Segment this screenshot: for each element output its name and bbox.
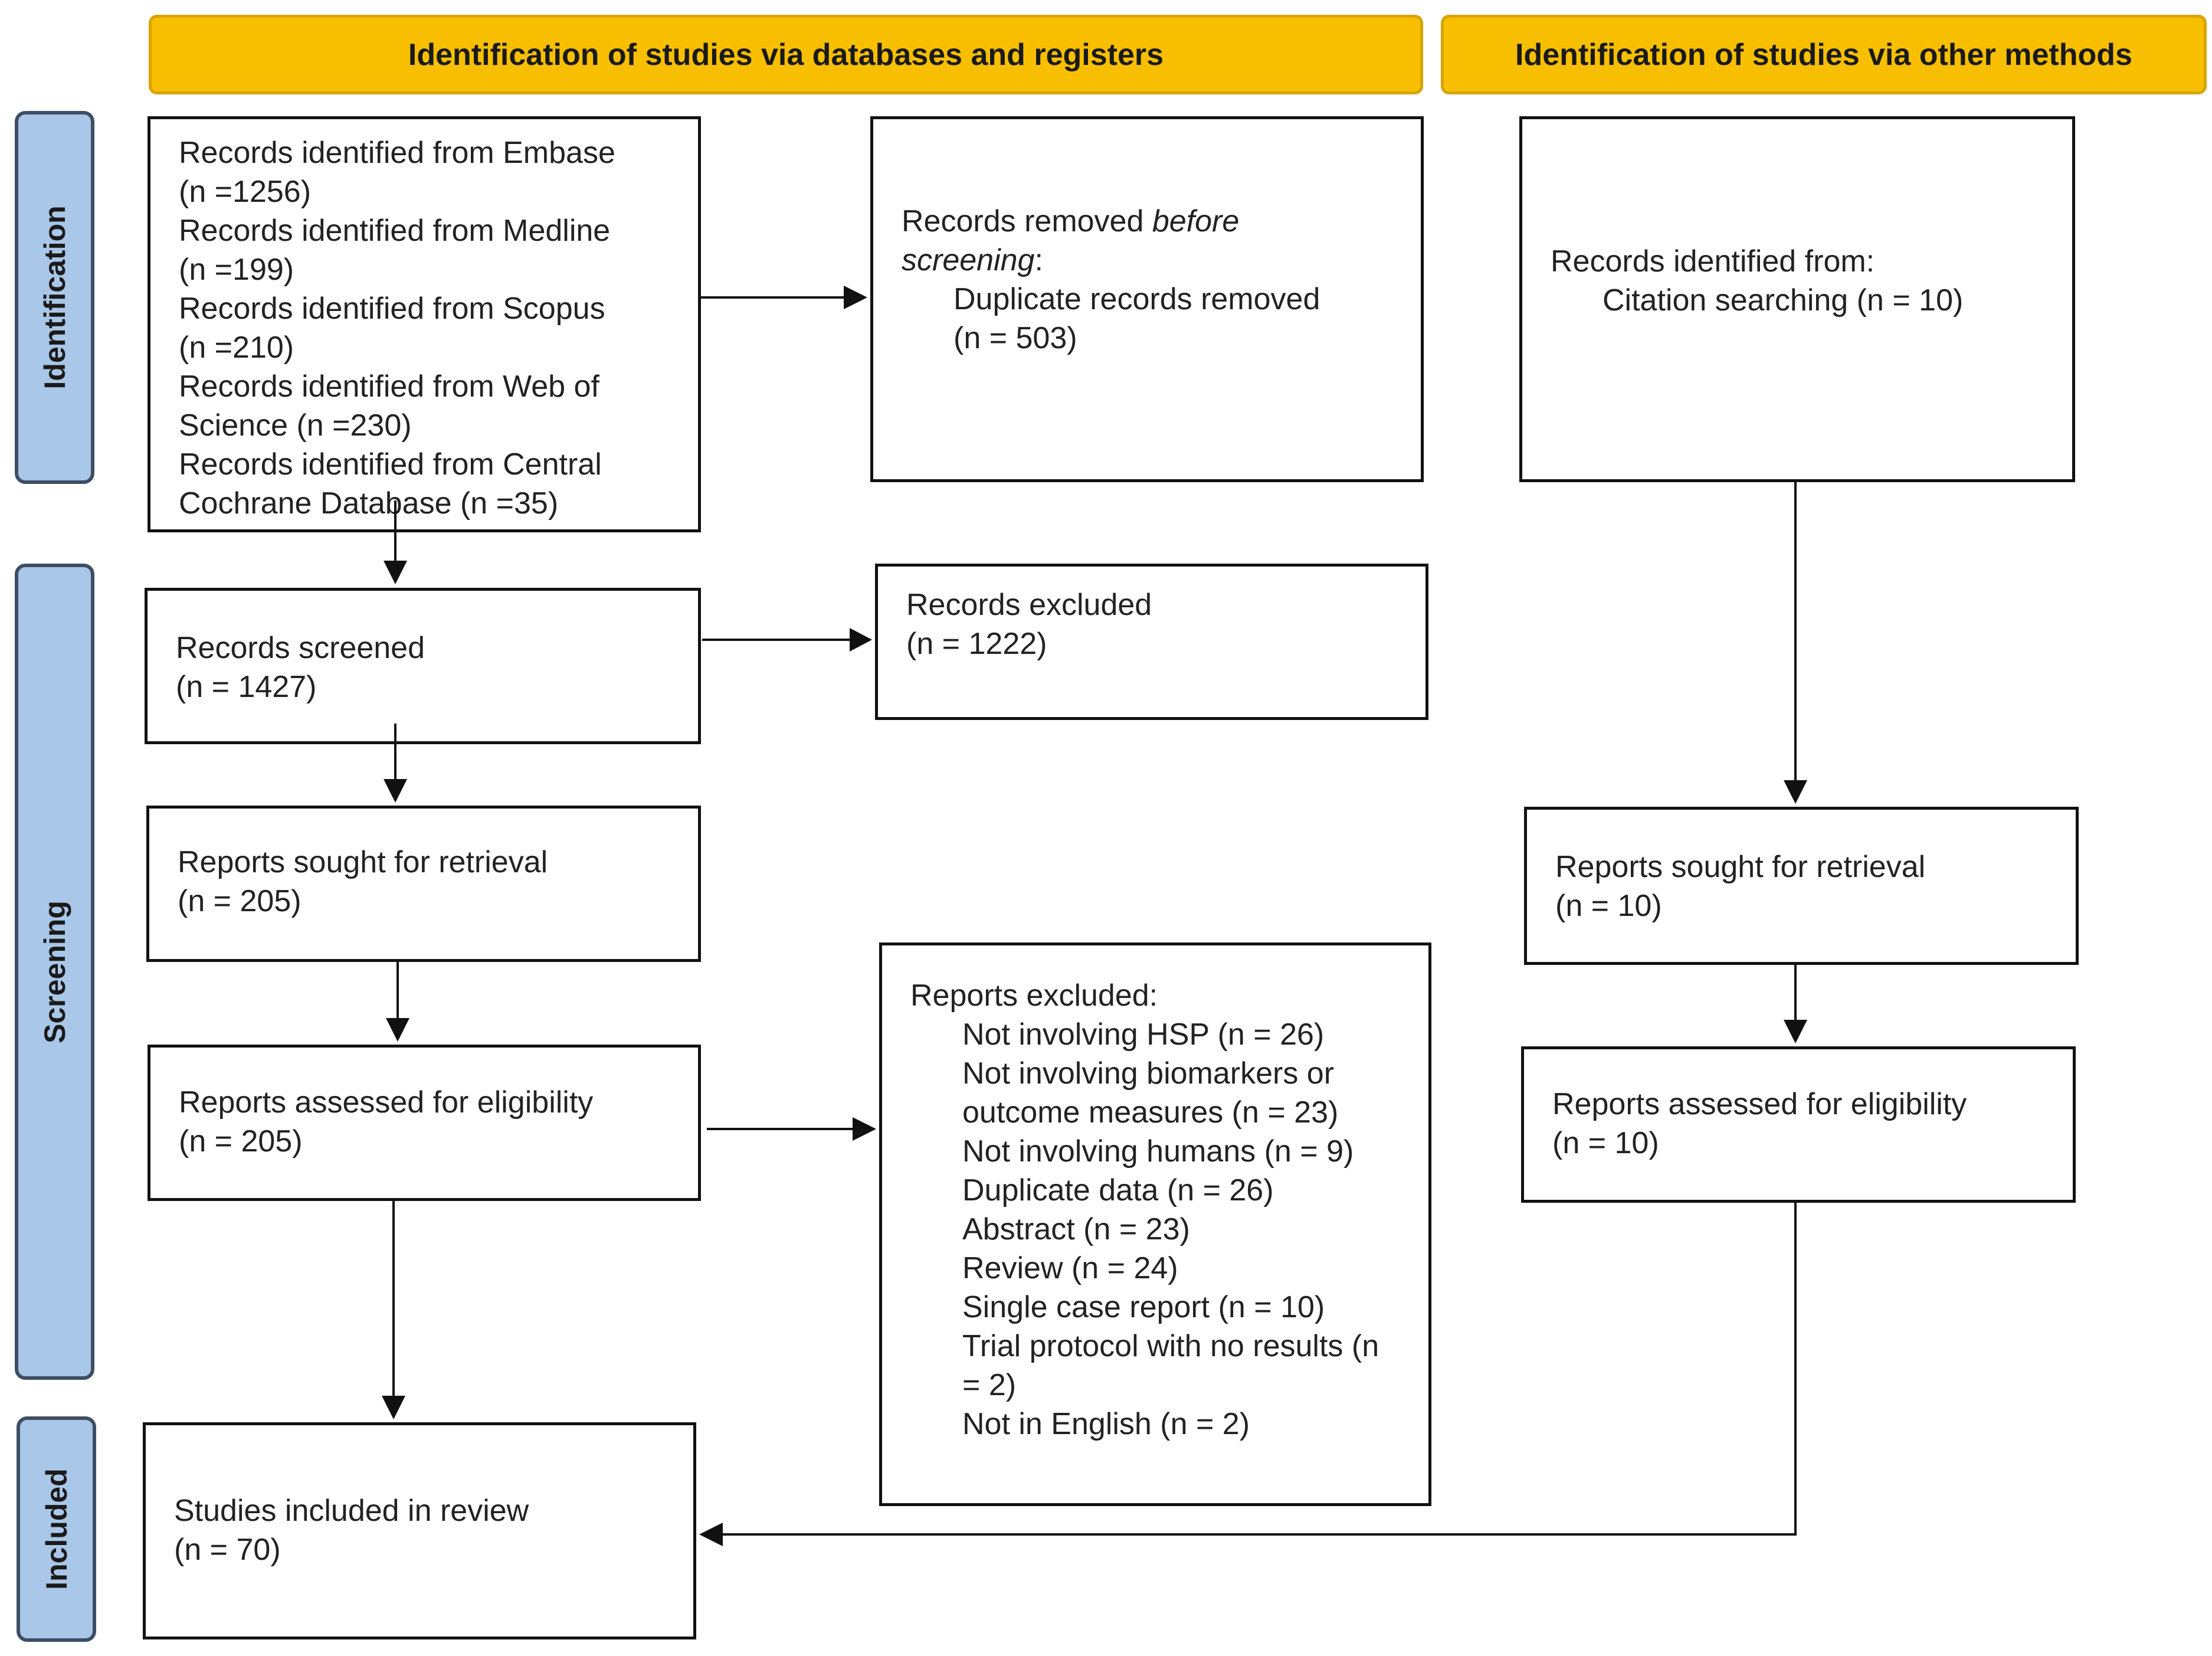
exclusion-reason: Not involving biomarkers or outcome meas… [962,1056,1339,1130]
reports-assessed-label: Reports assessed for eligibility [179,1085,594,1120]
phase-identification: Identification [15,111,94,484]
arrowhead [699,1523,723,1546]
records-removed-box: Records removed before screening: Duplic… [870,116,1424,482]
studies-included-box: Studies included in review (n = 70) [143,1422,696,1639]
reports-excluded-box: Reports excluded: Not involving HSP (n =… [879,942,1431,1506]
header-other-methods: Identification of studies via other meth… [1441,15,2207,94]
records-identified-line: Records identified from Web of [179,369,599,404]
arrowhead [1784,780,1807,804]
records-excluded-count: (n = 1222) [906,627,1047,661]
reports-sought-other-box: Reports sought for retrieval (n = 10) [1524,807,2079,965]
records-excluded-box: Records excluded (n = 1222) [875,564,1428,720]
records-identified-line: (n =210) [179,330,294,365]
exclusion-reason: Duplicate data (n = 26) [962,1173,1274,1207]
exclusion-reason: Single case report (n = 10) [962,1290,1325,1324]
exclusion-reason: Not in English (n = 2) [962,1407,1250,1441]
header-databases: Identification of studies via databases … [149,15,1423,94]
records-screened-count: (n = 1427) [176,670,317,704]
reports-assessed-other-count: (n = 10) [1552,1126,1659,1160]
records-removed-heading: Records removed before [902,204,1240,238]
records-identified-line: Cochrane Database (n =35) [179,486,559,521]
exclusion-reason: Trial protocol with no results (n = 2) [962,1329,1379,1402]
reports-sought-box: Reports sought for retrieval (n = 205) [146,806,701,962]
records-identified-box: Records identified from Embase (n =1256)… [148,116,701,532]
records-identified-line: (n =199) [179,253,294,287]
reports-assessed-box: Reports assessed for eligibility (n = 20… [148,1045,701,1201]
studies-included-count: (n = 70) [174,1533,281,1567]
exclusion-reason: Review (n = 24) [962,1251,1178,1285]
arrowhead [382,1396,405,1419]
records-identified-line: Records identified from Central [179,447,602,482]
arrowhead [850,628,872,652]
reports-assessed-count: (n = 205) [179,1124,303,1158]
reports-sought-count: (n = 205) [178,884,302,918]
records-identified-line: Records identified from Embase [179,136,615,170]
before-screening-emphasis: before [1152,204,1240,238]
other-records-heading: Records identified from: [1551,244,1875,279]
arrowhead [844,286,867,309]
studies-included-label: Studies included in review [174,1494,529,1528]
records-identified-line: Science (n =230) [179,408,412,443]
reports-assessed-other-box: Reports assessed for eligibility (n = 10… [1521,1046,2076,1203]
arrow-other-assessed-to-included [723,1203,1797,1536]
records-excluded-label: Records excluded [906,588,1152,622]
arrowhead [1784,1020,1807,1043]
reports-sought-other-count: (n = 10) [1555,889,1662,923]
reports-excluded-title: Reports excluded: [910,978,1158,1013]
arrowhead [853,1117,876,1141]
other-records-identified-box: Records identified from: Citation search… [1519,116,2075,482]
phase-included: Included [17,1416,96,1642]
reports-assessed-other-label: Reports assessed for eligibility [1552,1087,1967,1121]
records-removed-heading-cont: screening: [902,243,1043,277]
exclusion-reason: Not involving humans (n = 9) [962,1134,1354,1169]
phase-screening: Screening [15,564,94,1380]
arrowhead [386,1018,409,1042]
records-screened-box: Records screened (n = 1427) [145,588,701,744]
duplicate-records-label: Duplicate records removed [953,282,1320,316]
exclusion-reason: Abstract (n = 23) [962,1212,1190,1246]
records-screened-label: Records screened [176,631,425,665]
arrowhead [384,561,407,584]
exclusion-reason: Not involving HSP (n = 26) [962,1017,1325,1052]
records-identified-line: Records identified from Scopus [179,292,605,326]
reports-sought-other-label: Reports sought for retrieval [1555,850,1926,884]
records-identified-line: Records identified from Medline [179,214,611,248]
duplicate-records-count: (n = 503) [953,321,1077,355]
records-identified-line: (n =1256) [179,175,312,209]
arrowhead [384,779,407,803]
reports-sought-label: Reports sought for retrieval [178,845,548,879]
citation-searching-count: Citation searching (n = 10) [1603,283,1964,318]
